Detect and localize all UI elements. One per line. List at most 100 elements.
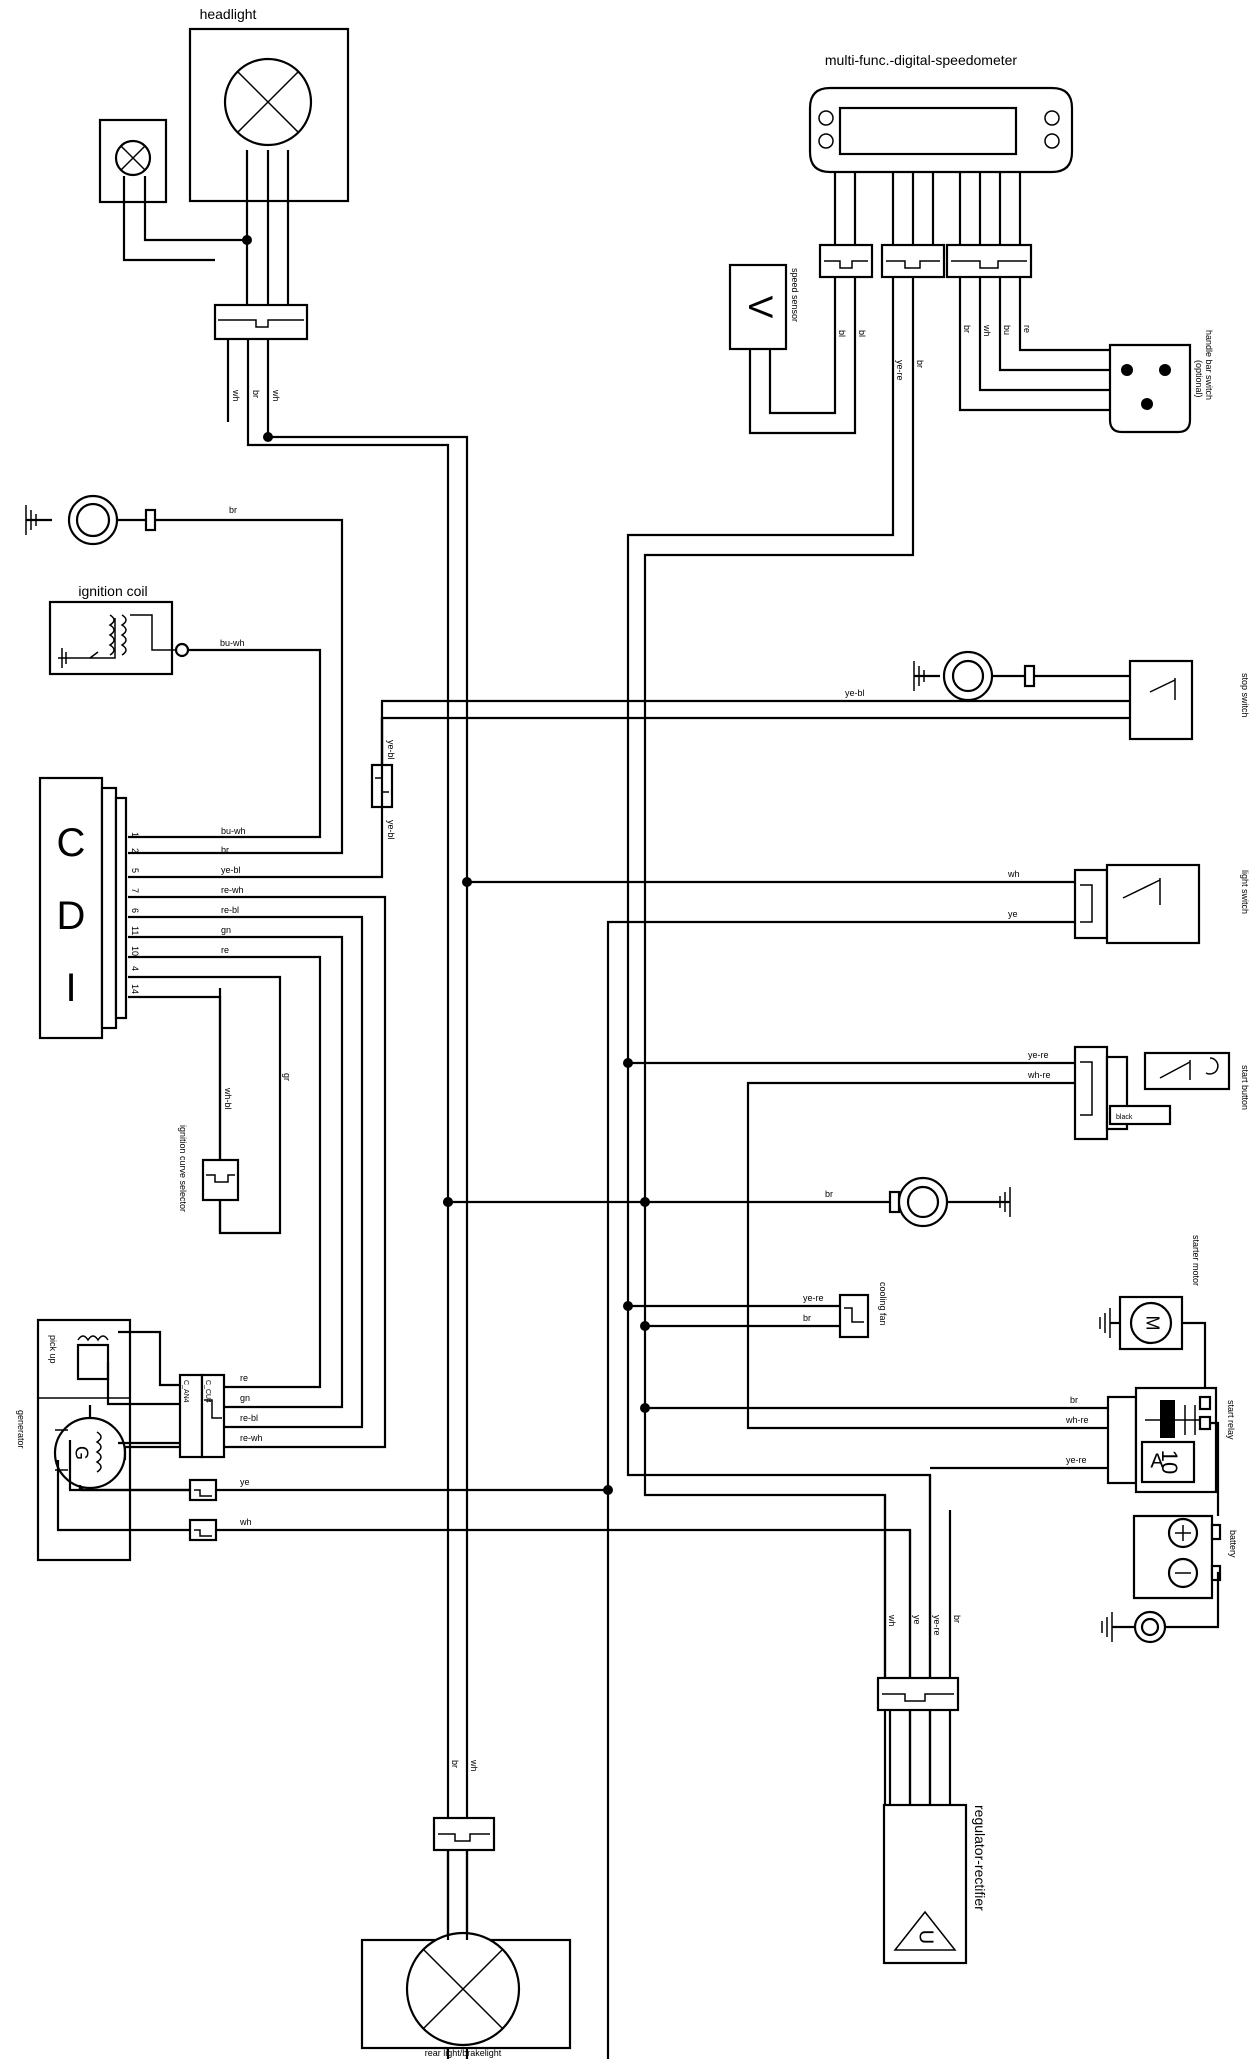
svg-text:wh-re: wh-re	[1065, 1415, 1089, 1425]
cdi-letter-i: I	[65, 966, 76, 1010]
fuse-rating: 10	[1157, 1450, 1182, 1474]
regulator-label: regulator-rectifier	[972, 1805, 988, 1911]
speed-sensor: V speed sensor bl bl	[728, 263, 867, 435]
stop-switch-label: stop switch	[1240, 673, 1250, 718]
svg-text:re: re	[1022, 325, 1032, 333]
light-switch: light switch wh ye	[462, 863, 1250, 2059]
start-button-tag: black	[1116, 1114, 1133, 1121]
svg-text:re: re	[240, 1373, 248, 1383]
svg-text:bu-wh: bu-wh	[220, 638, 245, 648]
svg-text:M: M	[1142, 1316, 1162, 1331]
start-relay: 10 A start relay br wh-re ye-re	[640, 1386, 1236, 1516]
svg-text:ye-re: ye-re	[895, 360, 905, 381]
headlight: headlight	[98, 6, 350, 204]
svg-text:wh: wh	[469, 1759, 479, 1772]
headlight-wires: wh br wh	[122, 150, 469, 2059]
speed-sensor-label: speed sensor	[790, 268, 800, 322]
svg-text:ye: ye	[1008, 909, 1018, 919]
svg-text:ye-re: ye-re	[803, 1293, 824, 1303]
svg-text:wh: wh	[271, 389, 281, 402]
wire-label-wh: wh	[231, 389, 241, 402]
svg-text:wh: wh	[1007, 869, 1020, 879]
svg-text:ye-bl: ye-bl	[386, 740, 396, 760]
bus-junctions	[443, 1197, 453, 1207]
connector-c-an4: C_AN4	[182, 1380, 189, 1403]
ignition-curve-selector: ignition curve selector	[178, 1125, 240, 1212]
headlight-label: headlight	[200, 6, 257, 22]
svg-text:ye-bl: ye-bl	[845, 688, 865, 698]
svg-text:br: br	[962, 325, 972, 333]
svg-text:br: br	[229, 505, 237, 515]
svg-text:2: 2	[130, 848, 140, 853]
svg-text:ye: ye	[240, 1477, 250, 1487]
svg-text:bl: bl	[837, 330, 847, 337]
svg-text:br: br	[803, 1313, 811, 1323]
light-switch-label: light switch	[1240, 870, 1250, 914]
svg-text:br: br	[825, 1189, 833, 1199]
svg-text:br: br	[952, 1615, 962, 1623]
svg-text:ye-re: ye-re	[932, 1615, 942, 1636]
pick-up-label: pick up	[48, 1335, 58, 1364]
start-button: black start button ye-re wh-re	[623, 1045, 1250, 1420]
ignition-coil-label: ignition coil	[78, 583, 147, 599]
regulator-rectifier: wh ye ye-re br U regulator-rectifier	[876, 1475, 988, 1965]
svg-text:11: 11	[130, 926, 140, 935]
headlight-connector	[213, 303, 309, 341]
svg-text:5: 5	[130, 868, 140, 873]
rear-light-label: rear light/brakelight	[425, 2048, 502, 2058]
svg-text:re: re	[221, 945, 229, 955]
svg-text:ye-re: ye-re	[1028, 1050, 1049, 1060]
connector-c-cu4: C_CU4	[204, 1380, 211, 1403]
svg-text:re-bl: re-bl	[221, 905, 239, 915]
speedometer: multi-func.-digital-speedometer	[808, 52, 1074, 279]
svg-text:wh-bl: wh-bl	[223, 1087, 233, 1110]
stop-switch-feed: ye-bl ye-bl ye-bl	[370, 688, 1130, 840]
svg-text:wh: wh	[982, 324, 992, 337]
svg-text:1: 1	[130, 832, 140, 837]
junction-dot	[242, 235, 252, 245]
svg-text:ye-bl: ye-bl	[386, 820, 396, 840]
cdi-unit: C D I 1 2 5 7 6 11 10 4 14	[38, 776, 140, 1040]
generator-label: generator	[16, 1410, 26, 1449]
svg-text:4: 4	[130, 966, 140, 971]
battery-label: battery	[1228, 1530, 1238, 1558]
svg-text:re-wh: re-wh	[240, 1433, 263, 1443]
ground-terminal-center: br	[443, 1176, 1011, 1228]
svg-text:10: 10	[130, 946, 140, 956]
cooling-fan-label: cooling fan	[878, 1282, 888, 1326]
svg-text:re-bl: re-bl	[240, 1413, 258, 1423]
battery: battery	[1101, 1514, 1238, 1644]
svg-text:ye-re: ye-re	[1066, 1455, 1087, 1465]
stop-switch: stop switch	[913, 650, 1250, 741]
svg-text:bl: bl	[857, 330, 867, 337]
ignition-curve-selector-label: ignition curve selector	[178, 1125, 188, 1212]
handlebar-switch-label: handle bar switch	[1204, 330, 1214, 400]
cdi-letter-c: C	[57, 821, 86, 865]
svg-text:V: V	[741, 296, 779, 319]
svg-text:G: G	[71, 1446, 91, 1460]
svg-text:wh: wh	[239, 1517, 252, 1527]
svg-text:br: br	[1070, 1395, 1078, 1405]
svg-text:ye-bl: ye-bl	[221, 865, 241, 875]
svg-text:br: br	[221, 845, 229, 855]
rear-light: br wh rear light/brakelight	[360, 1759, 572, 2058]
cooling-fan: cooling fan ye-re br	[623, 1282, 888, 1339]
svg-text:ye: ye	[912, 1615, 922, 1625]
svg-text:gr: gr	[282, 1073, 292, 1081]
cdi-letter-d: D	[57, 894, 86, 938]
svg-text:A: A	[1150, 1450, 1164, 1472]
svg-text:wh: wh	[887, 1614, 897, 1627]
svg-text:14: 14	[130, 984, 140, 994]
svg-text:br: br	[251, 390, 261, 398]
generator: pick up G generator C_AN4 C_CU4 re gn re…	[16, 1318, 912, 1805]
svg-text:re-wh: re-wh	[221, 885, 244, 895]
starter-motor: starter motor M	[1099, 1235, 1207, 1400]
svg-text:gn: gn	[240, 1393, 250, 1403]
svg-text:bu-wh: bu-wh	[221, 826, 246, 836]
svg-text:(optional): (optional)	[1194, 360, 1204, 398]
speedometer-label: multi-func.-digital-speedometer	[825, 52, 1018, 68]
starter-motor-label: starter motor	[1191, 1235, 1201, 1286]
start-button-label: start button	[1240, 1065, 1250, 1110]
svg-text:6: 6	[130, 908, 140, 913]
